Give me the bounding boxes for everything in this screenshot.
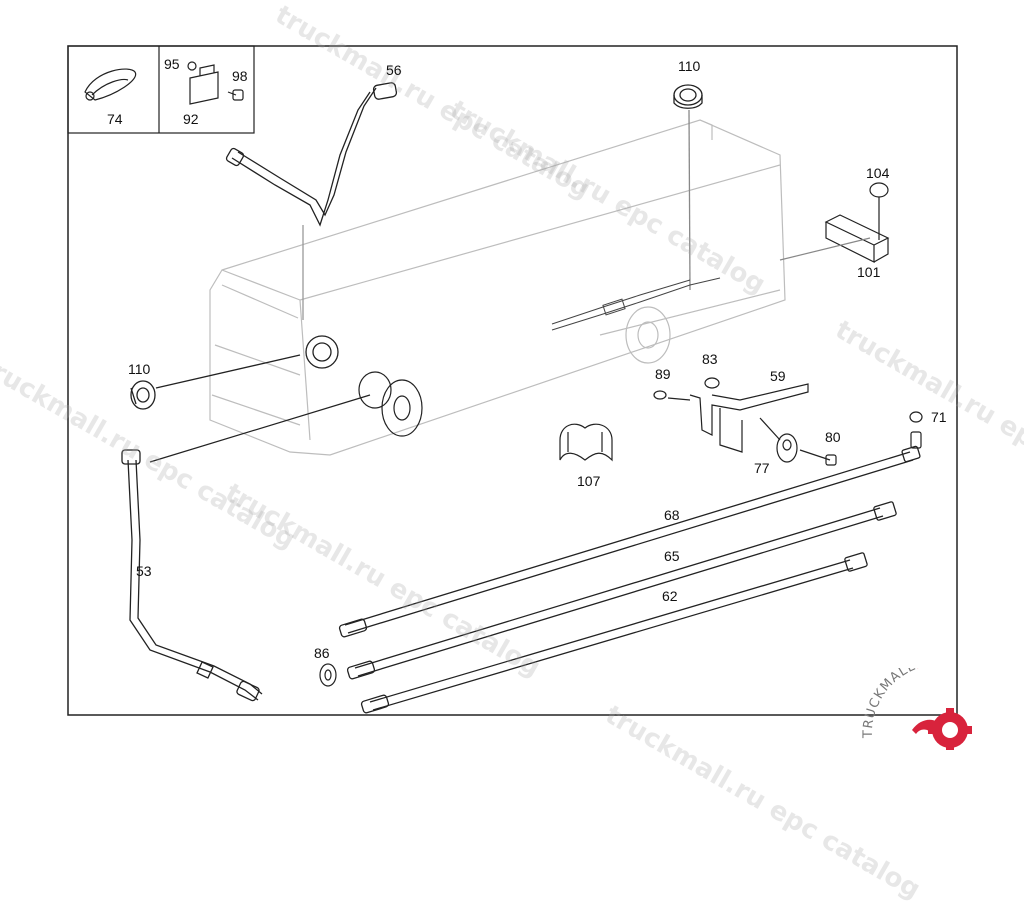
truckmallparts-logo: TRUCKMALLPARTS — [862, 668, 972, 750]
diagram-frame — [67, 45, 958, 716]
label-65: 65 — [664, 548, 680, 564]
engine-outline — [209, 119, 786, 456]
part-59-bracket — [653, 377, 837, 466]
label-53: 53 — [136, 563, 152, 579]
label-59: 59 — [770, 368, 786, 384]
inset-box — [67, 45, 255, 134]
label-68: 68 — [664, 507, 680, 523]
part-86-washer — [319, 663, 337, 687]
part-53-pipe — [121, 449, 263, 702]
part-74-clamp — [84, 68, 137, 101]
parts-diagram — [67, 45, 958, 716]
label-104: 104 — [866, 165, 890, 181]
label-80: 80 — [825, 429, 841, 445]
label-71: 71 — [931, 409, 947, 425]
label-107: 107 — [577, 473, 601, 489]
label-77: 77 — [754, 460, 770, 476]
part-62-hose — [360, 552, 868, 714]
label-56: 56 — [386, 62, 402, 78]
label-92: 92 — [183, 111, 199, 127]
label-110-top: 110 — [678, 58, 701, 74]
label-95: 95 — [164, 56, 180, 72]
label-89: 89 — [655, 366, 671, 382]
label-62: 62 — [662, 588, 678, 604]
label-86: 86 — [314, 645, 330, 661]
part-101-bracket — [779, 182, 890, 263]
label-98: 98 — [232, 68, 248, 84]
part-68-hose — [338, 445, 921, 638]
label-101: 101 — [857, 264, 881, 280]
part-110-grommet-top — [673, 84, 703, 291]
part-92-bracket — [187, 61, 244, 105]
label-110-left: 110 — [128, 361, 151, 377]
part-110-grommet-left — [130, 335, 339, 410]
part-71 — [909, 411, 923, 449]
label-83: 83 — [702, 351, 718, 367]
part-65-hose — [346, 501, 897, 680]
part-56-pipe — [225, 82, 398, 320]
part-107 — [559, 423, 613, 462]
harness — [551, 277, 721, 331]
flange — [149, 371, 423, 463]
label-74: 74 — [107, 111, 123, 127]
